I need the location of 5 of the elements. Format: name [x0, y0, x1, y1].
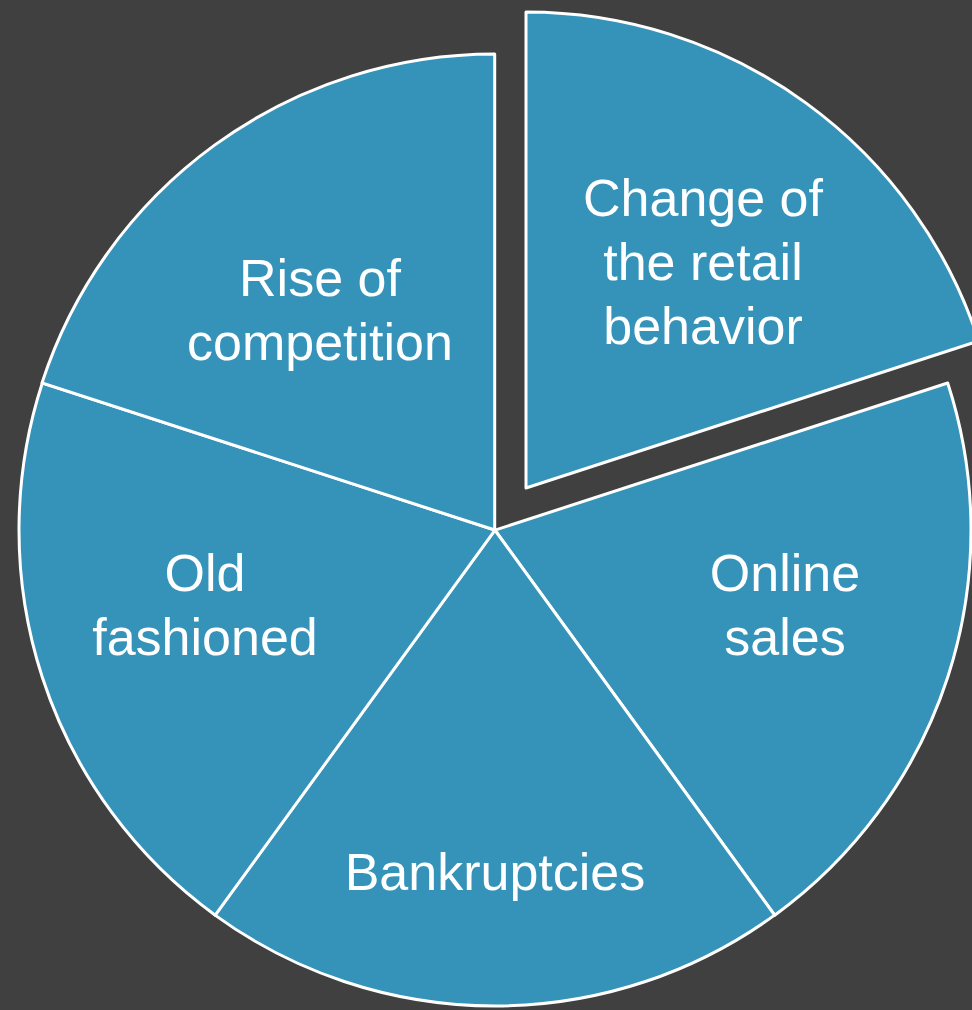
segment-label: Change of the retail behavior [582, 168, 824, 357]
segment-label: Bankruptcies [343, 842, 647, 903]
segment-label: Online sales [708, 543, 862, 668]
segment-label: Old fashioned [91, 543, 319, 668]
segment-label: Rise of competition [186, 248, 454, 373]
